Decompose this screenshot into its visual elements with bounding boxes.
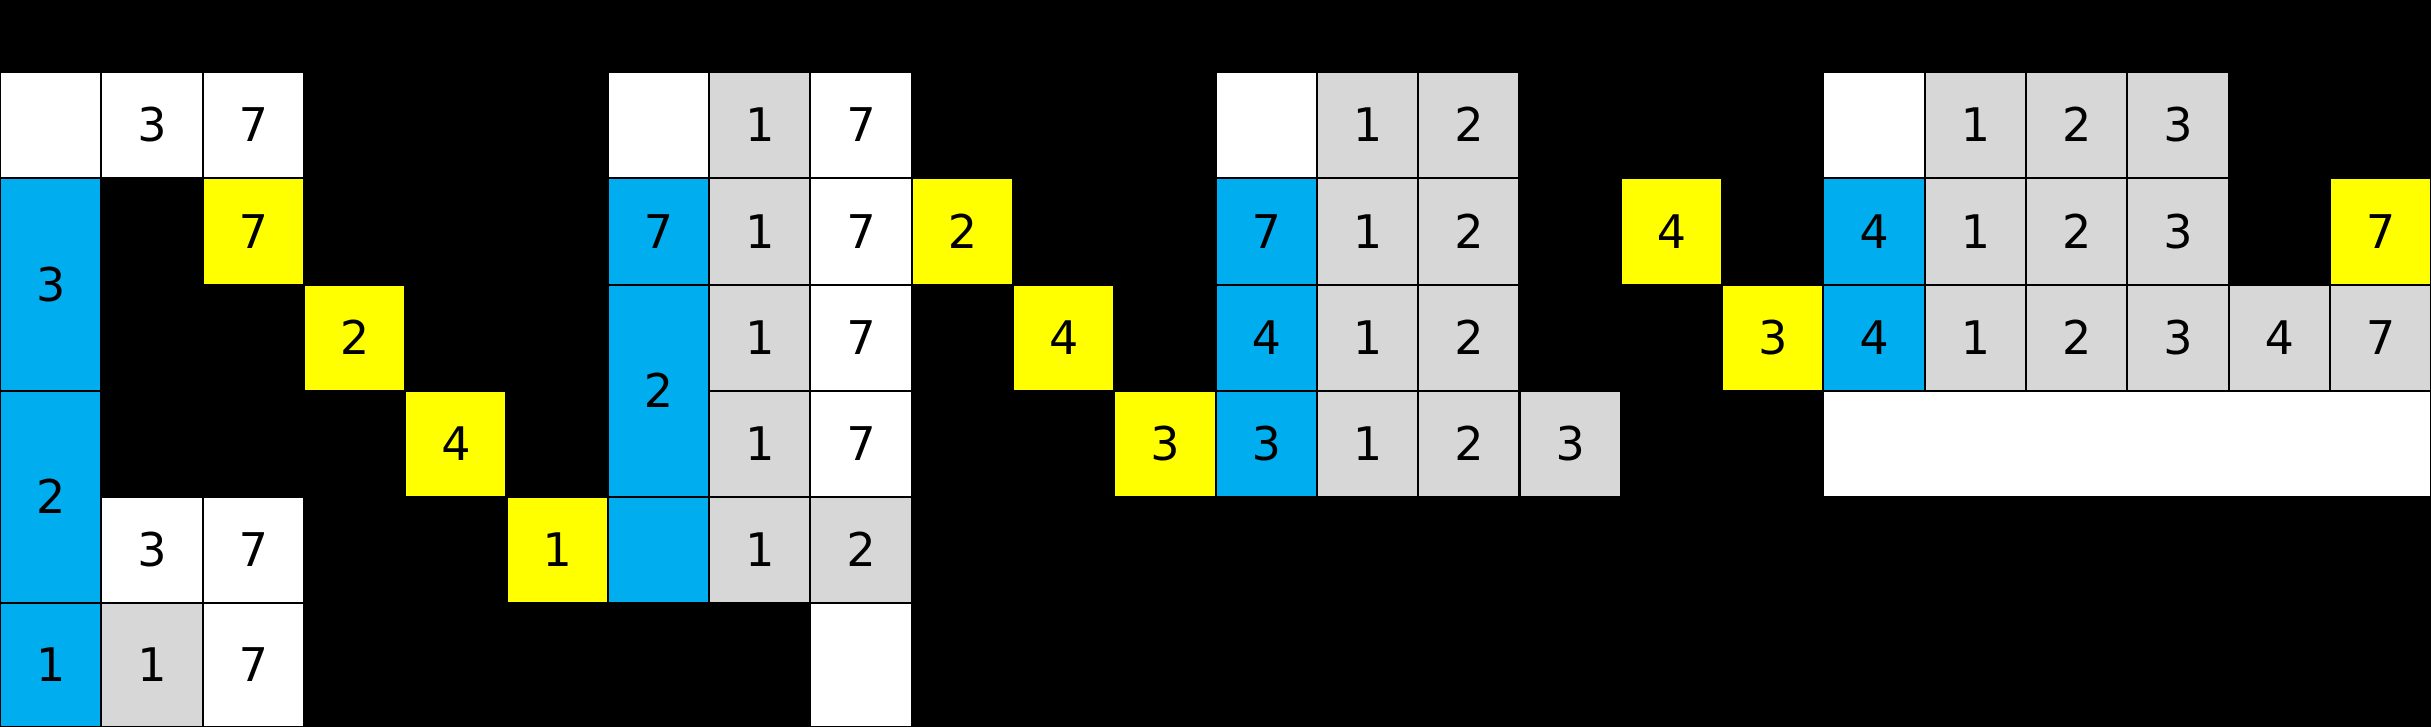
grid-cell[interactable]: 2 <box>810 497 912 603</box>
grid-cell[interactable]: 7 <box>2329 178 2431 285</box>
grid-cell[interactable]: 1 <box>709 497 811 603</box>
grid-cell[interactable]: 3 <box>1215 391 1317 497</box>
grid-cell[interactable]: 2 <box>2026 178 2128 285</box>
grid-cell[interactable]: 7 <box>202 603 304 727</box>
grid-cell[interactable]: 3 <box>0 178 102 391</box>
grid-cell[interactable]: 2 <box>911 178 1013 285</box>
grid-cell[interactable]: 1 <box>1316 178 1419 285</box>
grid-cell[interactable]: 3 <box>2127 72 2229 178</box>
grid-cell[interactable]: 2 <box>303 285 406 391</box>
grid-cell[interactable]: 4 <box>1823 285 1925 391</box>
grid-cell[interactable] <box>1823 72 1925 178</box>
grid-cell[interactable]: 2 <box>1418 178 1520 285</box>
grid-cell[interactable]: 7 <box>202 178 304 285</box>
grid-cell[interactable]: 7 <box>810 72 912 178</box>
grid-cell[interactable]: 3 <box>1722 285 1824 391</box>
grid-cell[interactable]: 7 <box>1215 178 1317 285</box>
grid-cell[interactable]: 1 <box>1924 285 2026 391</box>
grid-cell[interactable]: 3 <box>2127 285 2229 391</box>
grid-cell[interactable] <box>810 603 912 727</box>
grid-cell[interactable]: 4 <box>1620 178 1723 285</box>
grid-cell[interactable]: 3 <box>2127 178 2229 285</box>
grid-cell[interactable]: 1 <box>1316 285 1419 391</box>
grid-cell[interactable]: 7 <box>810 391 912 497</box>
grid-cell[interactable] <box>607 72 710 178</box>
grid-cell[interactable]: 2 <box>0 391 102 603</box>
grid-cell[interactable]: 1 <box>709 72 811 178</box>
grid-cell[interactable]: 1 <box>1316 391 1419 497</box>
grid-cell[interactable] <box>1823 391 2431 497</box>
grid-cell[interactable]: 1 <box>709 178 811 285</box>
grid-cell[interactable]: 1 <box>1924 178 2026 285</box>
grid-cell[interactable]: 4 <box>1013 285 1115 391</box>
grid-cell[interactable]: 7 <box>810 285 912 391</box>
grid-cell[interactable]: 3 <box>1519 391 1621 497</box>
grid-cell[interactable] <box>1215 72 1317 178</box>
grid-cell[interactable]: 2 <box>1418 285 1520 391</box>
grid-cell[interactable]: 1 <box>506 497 608 603</box>
grid-cell[interactable]: 2 <box>1418 391 1520 497</box>
grid-cell[interactable]: 4 <box>1823 178 1925 285</box>
grid-cell[interactable]: 1 <box>0 603 102 727</box>
grid-cell[interactable]: 7 <box>202 72 304 178</box>
grid-cell[interactable] <box>0 72 102 178</box>
grid-cell[interactable]: 4 <box>1215 285 1317 391</box>
grid-cell[interactable]: 4 <box>405 391 507 497</box>
grid-cell[interactable]: 4 <box>2228 285 2330 391</box>
grid-cell[interactable]: 7 <box>810 178 912 285</box>
grid-cell[interactable]: 3 <box>101 72 203 178</box>
grid-cell[interactable]: 1 <box>709 285 811 391</box>
grid-cell[interactable]: 7 <box>2329 285 2431 391</box>
grid-cell[interactable]: 2 <box>2026 72 2128 178</box>
grid-cell[interactable] <box>607 497 710 603</box>
grid-cell[interactable]: 7 <box>202 497 304 603</box>
grid-cell[interactable]: 2 <box>1418 72 1520 178</box>
grid-cell[interactable]: 3 <box>101 497 203 603</box>
grid-cell[interactable]: 1 <box>1316 72 1419 178</box>
grid-cell[interactable]: 7 <box>607 178 710 285</box>
grid-cell[interactable]: 1 <box>709 391 811 497</box>
grid-cell[interactable]: 2 <box>2026 285 2128 391</box>
grid-cell[interactable]: 1 <box>101 603 203 727</box>
grid-cell[interactable]: 1 <box>1924 72 2026 178</box>
grid-cell[interactable]: 2 <box>607 285 710 497</box>
grid-cell[interactable]: 3 <box>1114 391 1216 497</box>
